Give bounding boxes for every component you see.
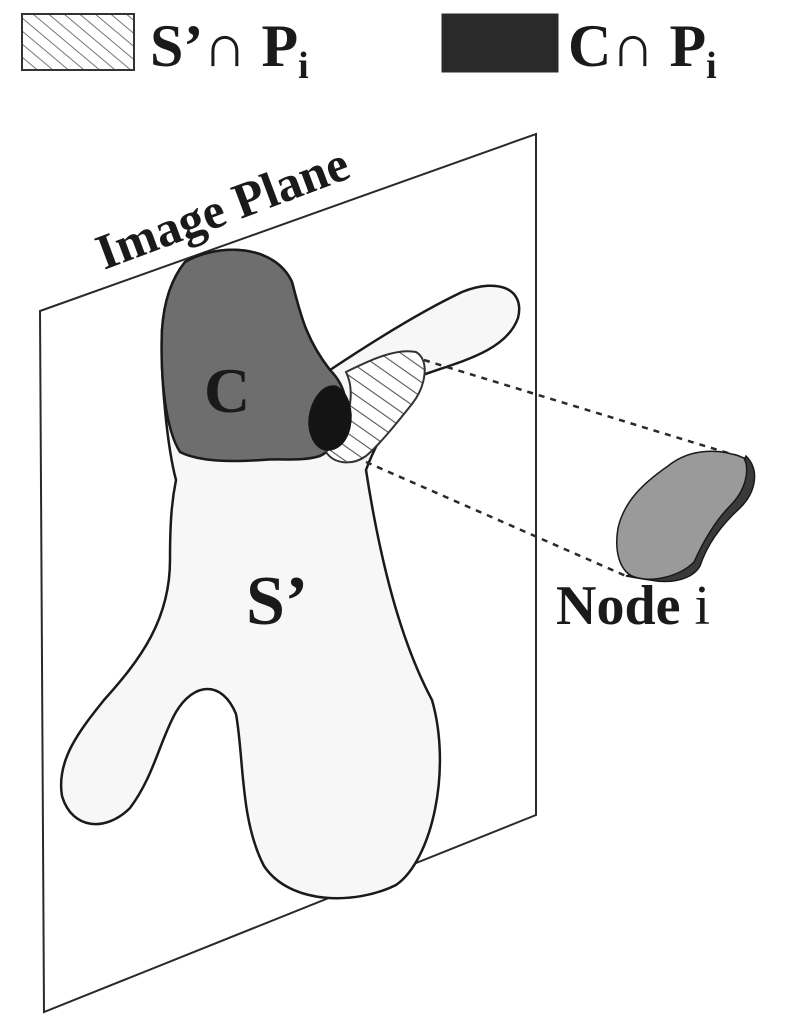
legend-label-subscript: i bbox=[298, 45, 309, 87]
s-prime-region-label: S’ bbox=[246, 563, 308, 640]
node-label-index: i bbox=[680, 575, 710, 637]
c-region bbox=[160, 248, 348, 463]
hatched-swatch bbox=[21, 13, 135, 71]
legend-label-c-p: C∩ P bbox=[568, 13, 706, 79]
legend: S’∩ Pi C∩ Pi bbox=[21, 13, 717, 87]
projection-line-top bbox=[423, 358, 745, 460]
legend-item-c-intersection: C∩ Pi bbox=[441, 13, 717, 87]
node-body bbox=[616, 450, 748, 580]
c-region-label: C bbox=[204, 355, 250, 426]
solid-dark-swatch bbox=[441, 13, 559, 73]
legend-item-s-prime-intersection: S’∩ Pi bbox=[21, 13, 309, 87]
legend-label-s-prime-p: S’∩ P bbox=[150, 13, 298, 79]
node-shape bbox=[616, 450, 756, 583]
node-label-bold: Node bbox=[556, 575, 680, 637]
c-p-intersection bbox=[308, 385, 352, 451]
svg-text:S’∩ Pi: S’∩ Pi bbox=[150, 13, 309, 87]
svg-text:C∩ Pi: C∩ Pi bbox=[568, 13, 717, 87]
node-label: Node i bbox=[556, 575, 710, 637]
legend-label-subscript: i bbox=[706, 45, 717, 87]
